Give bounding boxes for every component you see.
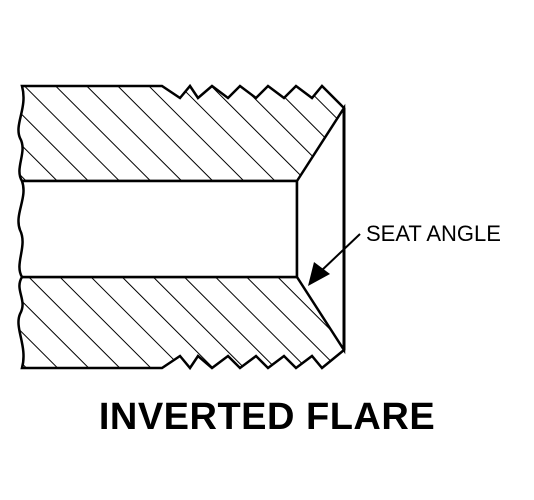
callout-arrowhead (308, 262, 330, 286)
lower-wall-section (17, 273, 346, 371)
diagram-caption: INVERTED FLARE (98, 396, 436, 438)
callout-leader-line (319, 233, 361, 273)
seat-angle-label: SEAT ANGLE (366, 221, 501, 246)
bore-channel (17, 179, 299, 279)
